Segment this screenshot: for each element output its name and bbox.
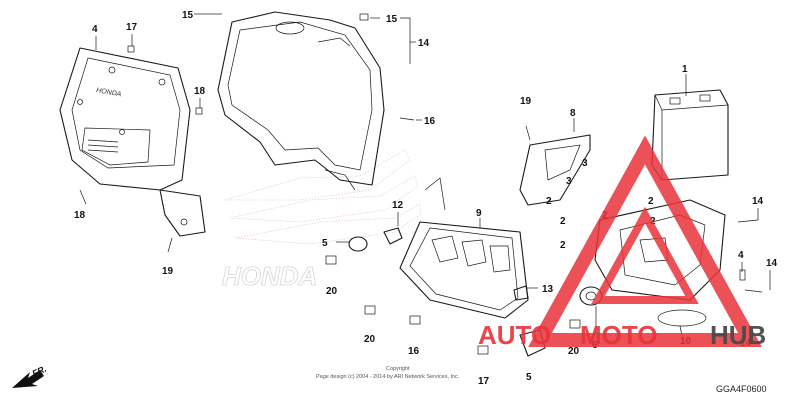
direction-label: FR. xyxy=(31,364,48,379)
front-direction-arrow: FR. xyxy=(12,364,48,388)
brand-part-hub: HUB xyxy=(710,320,766,350)
bracket-part xyxy=(399,177,529,319)
callout-17-top: 17 xyxy=(126,22,138,33)
callout-9: 4 xyxy=(92,24,98,35)
honda-watermark-text: HONDA xyxy=(222,261,317,291)
callout-8: 9 xyxy=(476,208,482,219)
callout-14-top: 14 xyxy=(752,196,764,207)
callout-3-a: 3 xyxy=(582,158,588,169)
callout-2-c: 2 xyxy=(560,240,566,251)
honda-wing-watermark: HONDA xyxy=(222,149,422,291)
cover-logo-text: HONDA xyxy=(96,87,122,98)
callout-2-b: 2 xyxy=(560,216,566,227)
front-cover-part: HONDA xyxy=(59,47,206,237)
callout-18-bottom: 19 xyxy=(162,266,174,277)
callout-3-b: 3 xyxy=(566,176,572,187)
callout-19-top: 19 xyxy=(520,96,532,107)
leader-lines xyxy=(95,13,771,337)
brand-part-auto: AUTO xyxy=(478,320,551,350)
warning-triangle-logo xyxy=(528,135,762,347)
callout-7: 8 xyxy=(570,108,576,119)
callout-4: 4 xyxy=(738,250,744,261)
callout-17-right: 18 xyxy=(194,86,206,97)
callout-14-right: 14 xyxy=(766,258,778,269)
callout-19-bottom: 20 xyxy=(568,346,580,357)
callout-20-left: 20 xyxy=(326,286,338,297)
callout-15-top: 15 xyxy=(182,10,194,21)
copyright-line-2: Page design (c) 2004 - 2014 by ARI Netwo… xyxy=(316,374,460,380)
callout-11: 14 xyxy=(418,38,430,49)
inner-panel-part xyxy=(217,11,385,191)
callout-16-bottom: 17 xyxy=(478,376,490,387)
battery-part xyxy=(651,89,729,181)
small-parts xyxy=(79,13,763,357)
copyright-line-1: Copyright xyxy=(386,366,410,372)
automotohub-watermark: AUTO MOTO HUB xyxy=(478,135,766,350)
callout-18-left: 18 xyxy=(74,210,86,221)
callout-20-bottom: 20 xyxy=(364,334,376,345)
callout-12-bottom: 13 xyxy=(542,284,554,295)
callout-12-top: 12 xyxy=(392,200,404,211)
callout-1: 1 xyxy=(682,64,688,75)
diagram-code: GGA4F0600 xyxy=(716,384,767,394)
battery-cover-plate xyxy=(519,134,591,206)
brand-part-moto: MOTO xyxy=(580,320,658,350)
callout-13: 15 xyxy=(386,14,398,25)
callout-15-mid: 16 xyxy=(424,116,436,127)
callout-5-bottom: 5 xyxy=(526,372,532,383)
callout-16-left: 16 xyxy=(408,346,420,357)
callout-2-e: 2 xyxy=(648,196,654,207)
callout-2-a: 2 xyxy=(546,196,552,207)
callout-5-left: 5 xyxy=(322,238,328,249)
